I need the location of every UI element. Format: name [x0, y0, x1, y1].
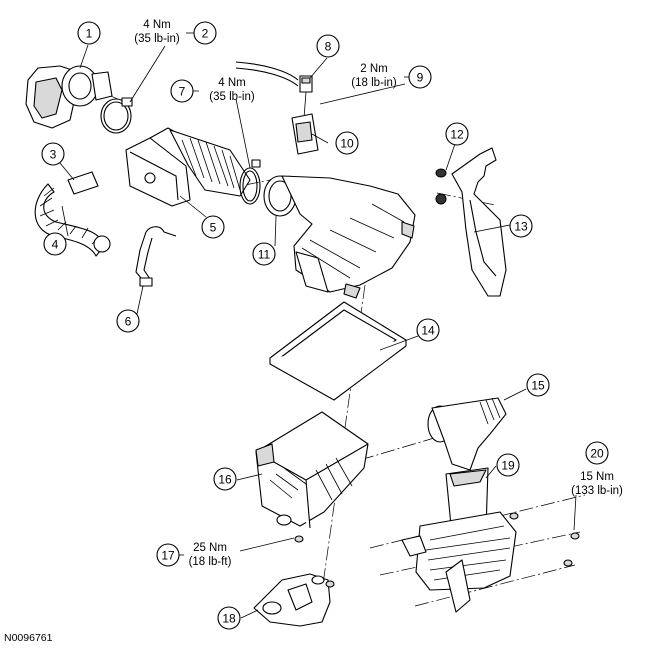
vent-tube: [135, 226, 177, 287]
throttle-body: [25, 65, 113, 129]
callout-6: 6: [116, 309, 140, 333]
callout-14: 14: [416, 318, 440, 342]
svg-text:9: 9: [417, 71, 424, 85]
svg-text:16: 16: [218, 473, 232, 487]
callout-1: 1: [77, 21, 101, 45]
callout-16: 16: [213, 467, 237, 491]
callout-4: 4: [43, 232, 67, 256]
air-inlet-resonator: [125, 127, 251, 207]
svg-text:13: 13: [514, 220, 528, 234]
callout-11: 11: [252, 242, 276, 266]
svg-text:18: 18: [222, 612, 236, 626]
callout-13: 13: [509, 214, 533, 238]
air-filter-element: [269, 301, 407, 401]
callout-7: 7 4 Nm (35 lb-in): [170, 77, 255, 103]
svg-text:20: 20: [590, 447, 604, 461]
svg-text:17: 17: [161, 549, 175, 563]
figure-id: N0096761: [4, 632, 53, 644]
torque-spec-9-nm: 2 Nm: [360, 63, 387, 75]
svg-text:19: 19: [501, 459, 515, 473]
callout-18: 18: [217, 606, 241, 630]
callout-10: 10: [335, 131, 359, 155]
svg-text:11: 11: [258, 248, 271, 262]
callout-15: 15: [526, 373, 550, 397]
callout-3: 3: [41, 142, 65, 166]
callout-8: 8: [316, 34, 340, 58]
svg-text:1: 1: [86, 27, 93, 41]
air-cleaner-upper-housing: [263, 175, 416, 299]
svg-text:2: 2: [202, 27, 209, 41]
callouts: 1 2 4 Nm (35 lb-in) 3 4 5 6 7: [41, 19, 623, 630]
torque-spec-17-nm: 25 Nm: [193, 542, 227, 554]
callout-20: 20 15 Nm (133 lb-in): [571, 441, 623, 497]
svg-text:12: 12: [450, 128, 464, 142]
callout-17: 17 25 Nm (18 lb-ft): [156, 542, 232, 568]
torque-spec-17-imperial: (18 lb-ft): [189, 556, 232, 568]
callout-5: 5: [201, 215, 225, 239]
torque-spec-7-imperial: (35 lb-in): [209, 91, 255, 103]
air-intake-resonator: [401, 467, 517, 613]
svg-text:7: 7: [179, 85, 186, 99]
svg-text:6: 6: [125, 315, 132, 329]
lower-mounting-bracket: [253, 573, 331, 627]
torque-spec-20-imperial: (133 lb-in): [571, 485, 623, 497]
callout-19: 19: [496, 453, 520, 477]
svg-text:14: 14: [421, 324, 435, 338]
mounting-bracket: [435, 147, 507, 297]
callout-2: 2 4 Nm (35 lb-in): [134, 19, 217, 45]
crankcase-vent-hose: [34, 171, 111, 257]
callout-12: 12: [445, 122, 469, 146]
hose-clamp-upper: [100, 97, 133, 134]
leader-lines: [59, 44, 577, 619]
torque-spec-2-imperial: (35 lb-in): [134, 33, 180, 45]
svg-text:8: 8: [325, 40, 332, 54]
sensor-harness: [235, 61, 319, 155]
torque-spec-2-nm: 4 Nm: [143, 19, 170, 31]
fasteners: [294, 512, 580, 588]
torque-spec-7-nm: 4 Nm: [218, 77, 245, 89]
svg-text:3: 3: [50, 148, 57, 162]
air-inlet-duct: [427, 397, 507, 471]
svg-text:4: 4: [52, 238, 59, 252]
air-cleaner-lower-housing: [255, 411, 369, 529]
torque-spec-20-nm: 15 Nm: [580, 471, 614, 483]
callout-9: 9 2 Nm (18 lb-in): [351, 63, 432, 89]
svg-text:5: 5: [210, 221, 217, 235]
torque-spec-9-imperial: (18 lb-in): [351, 77, 397, 89]
svg-text:15: 15: [531, 379, 545, 393]
svg-text:10: 10: [340, 137, 354, 151]
